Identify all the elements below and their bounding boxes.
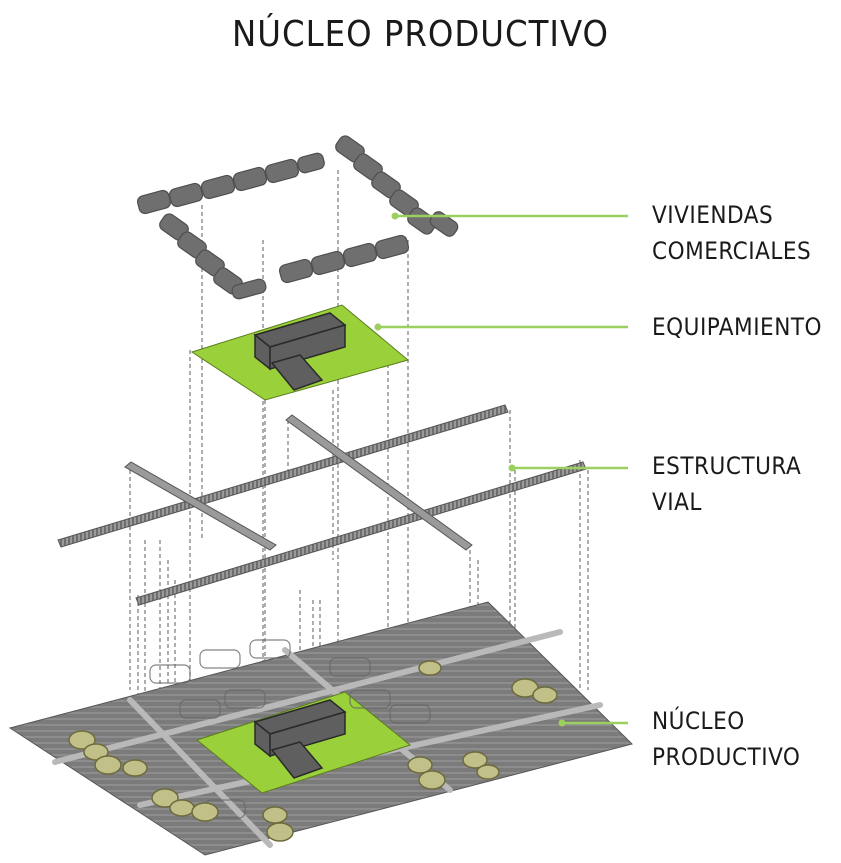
equipamiento-layer bbox=[190, 304, 410, 401]
label-line: COMERCIALES bbox=[652, 237, 812, 265]
diagram-title: NÚCLEO PRODUCTIVO bbox=[232, 14, 609, 55]
road-structure-layer bbox=[57, 404, 587, 606]
label-estructura-vial: ESTRUCTURA VIAL bbox=[652, 448, 801, 520]
projection-lines bbox=[129, 170, 589, 838]
leader-dots bbox=[374, 212, 566, 727]
viviendas-layer bbox=[136, 135, 459, 300]
leader-lines bbox=[378, 214, 628, 725]
label-line: VIAL bbox=[652, 488, 702, 516]
label-line: NÚCLEO bbox=[652, 707, 745, 735]
label-line: VIVIENDAS bbox=[652, 201, 774, 229]
label-viviendas-comerciales: VIVIENDAS COMERCIALES bbox=[652, 197, 811, 269]
label-line: ESTRUCTURA bbox=[652, 452, 802, 480]
label-nucleo-productivo: NÚCLEO PRODUCTIVO bbox=[652, 703, 800, 775]
base-layer-nucleo bbox=[8, 601, 633, 856]
label-equipamiento: EQUIPAMIENTO bbox=[652, 309, 822, 345]
label-line: EQUIPAMIENTO bbox=[652, 313, 823, 341]
label-line: PRODUCTIVO bbox=[652, 743, 801, 771]
